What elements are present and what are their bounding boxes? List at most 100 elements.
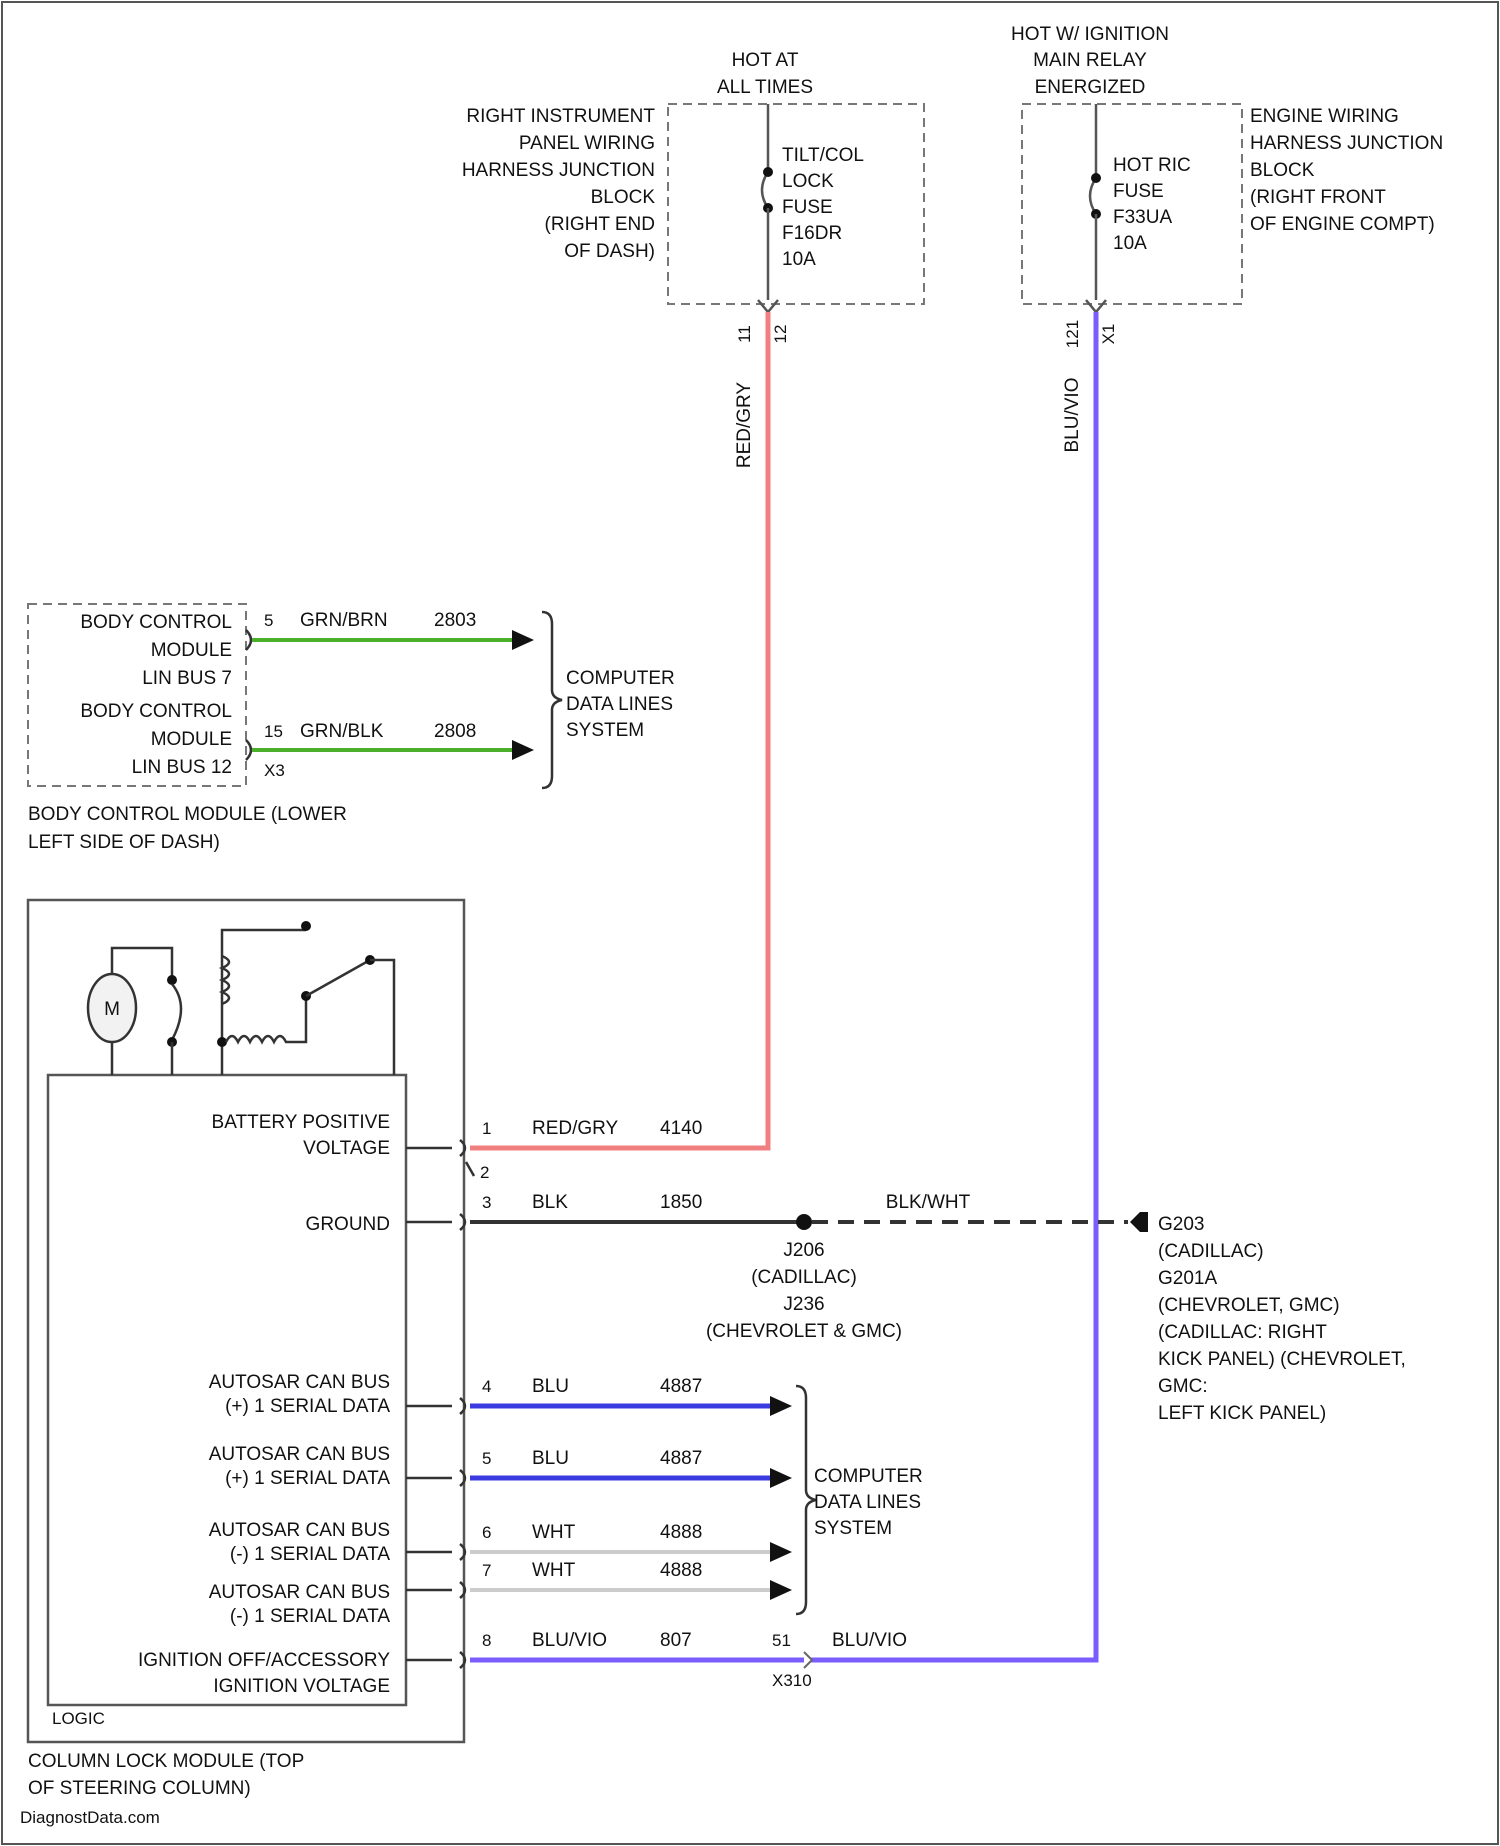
bcm-wire1-pin: 5 [264, 611, 273, 630]
pin7-name-line-1: AUTOSAR CAN BUS [209, 1582, 390, 1603]
fuse-tilt-dot-top [763, 167, 773, 177]
fuse-tilt-location-line-2: PANEL WIRING [519, 133, 655, 154]
x310-color: BLU/VIO [832, 1630, 907, 1651]
pin4-color: BLU [532, 1376, 569, 1397]
bcm-wire2-circuit: 2808 [434, 721, 476, 742]
fuse-tilt-location-line-1: RIGHT INSTRUMENT [466, 106, 655, 127]
fuse-tilt-location-line-4: BLOCK [591, 187, 656, 208]
pin6-name-line-1: AUTOSAR CAN BUS [209, 1520, 390, 1541]
fuse-hot-line-4: 10A [1113, 233, 1147, 254]
module-location-line-2: OF STEERING COLUMN) [28, 1778, 251, 1799]
bcm-wire2-color: GRN/BLK [300, 721, 384, 742]
x310-connector-label: X310 [772, 1671, 812, 1690]
fuse-hot-pin-right: X1 [1099, 324, 1118, 345]
pin2-number: 2 [480, 1163, 489, 1182]
ground-line-5: (CADILLAC: RIGHT [1158, 1322, 1327, 1343]
can-system-line-1: COMPUTER [814, 1466, 923, 1487]
pin8-number: 8 [482, 1631, 491, 1650]
fuse-tilt-pin-right: 12 [771, 325, 790, 344]
watermark: DiagnostData.com [20, 1808, 160, 1827]
ground-line-7: GMC: [1158, 1376, 1208, 1397]
bcm-wire1-color: GRN/BRN [300, 610, 388, 631]
pin6-number: 6 [482, 1523, 491, 1542]
pin1-name-line-2: VOLTAGE [303, 1138, 390, 1159]
bcm-system-line-3: SYSTEM [566, 720, 644, 741]
ground-line-6: KICK PANEL) (CHEVROLET, [1158, 1349, 1406, 1370]
relay-coil-dot [217, 1037, 227, 1047]
fuse-hot-pin-left: 121 [1063, 320, 1082, 348]
fuse-tilt-line-4: F16DR [782, 223, 842, 244]
pin8-name-line-1: IGNITION OFF/ACCESSORY [138, 1650, 390, 1671]
bcm-location-line-2: LEFT SIDE OF DASH) [28, 832, 220, 853]
ground-line-4: (CHEVROLET, GMC) [1158, 1295, 1340, 1316]
fuse-hot-location-line-4: (RIGHT FRONT [1250, 187, 1386, 208]
fuse-tilt-pin-left: 11 [735, 325, 754, 343]
fuse-hot-line-2: FUSE [1113, 181, 1164, 202]
splice-line-2: (CADILLAC) [751, 1267, 857, 1288]
pin7-circuit: 4888 [660, 1560, 702, 1581]
fuse-hot-location-line-5: OF ENGINE COMPT) [1250, 214, 1435, 235]
fuse-hot-line-1: HOT RIC [1113, 155, 1191, 176]
module-logic-label: LOGIC [52, 1709, 105, 1728]
pin5-name-line-1: AUTOSAR CAN BUS [209, 1444, 390, 1465]
pin4-circuit: 4887 [660, 1376, 702, 1397]
fuse-hot-header-line-1: HOT W/ IGNITION [1011, 24, 1169, 45]
pin1-color: RED/GRY [532, 1118, 619, 1139]
bcm-lin7-line-1: BODY CONTROL [80, 612, 232, 633]
pin8-name-line-2: IGNITION VOLTAGE [213, 1676, 390, 1697]
can-system-line-2: DATA LINES [814, 1492, 921, 1513]
splice-line-3: J236 [783, 1294, 824, 1315]
motor-label: M [104, 999, 120, 1020]
bcm-wire2-pin: 15 [264, 722, 283, 741]
bcm-wire1-circuit: 2803 [434, 610, 476, 631]
fuse-tilt-line-1: TILT/COL [782, 145, 864, 166]
splice-j206-dot [796, 1214, 812, 1230]
pin1-circuit: 4140 [660, 1118, 702, 1139]
pin5-color: BLU [532, 1448, 569, 1469]
bcm-lin12-line-2: MODULE [151, 729, 232, 750]
pin3-name-line-1: GROUND [306, 1214, 390, 1235]
fuse-tilt-header-line-1: HOT AT [732, 50, 799, 71]
fuse-tilt-line-5: 10A [782, 249, 816, 270]
pin7-name-line-2: (-) 1 SERIAL DATA [230, 1606, 390, 1627]
splice-line-1: J206 [783, 1240, 824, 1261]
splice-line-4: (CHEVROLET & GMC) [706, 1321, 902, 1342]
ground-line-1: G203 [1158, 1214, 1204, 1235]
pin5-number: 5 [482, 1449, 491, 1468]
pin5-circuit: 4887 [660, 1448, 702, 1469]
wire-red-gry-vertical-label: RED/GRY [734, 382, 755, 469]
bcm-location-line-1: BODY CONTROL MODULE (LOWER [28, 804, 347, 825]
pin8-circuit: 807 [660, 1630, 692, 1651]
bcm-lin7-line-2: MODULE [151, 640, 232, 661]
ground-line-2: (CADILLAC) [1158, 1241, 1264, 1262]
pin6-color: WHT [532, 1522, 576, 1543]
module-location-line-1: COLUMN LOCK MODULE (TOP [28, 1751, 304, 1772]
fuse-hot-location-line-2: HARNESS JUNCTION [1250, 133, 1443, 154]
pin1-name-line-1: BATTERY POSITIVE [212, 1112, 390, 1133]
can-system-line-3: SYSTEM [814, 1518, 892, 1539]
ground-line-3: G201A [1158, 1268, 1217, 1289]
bcm-lin12-line-1: BODY CONTROL [80, 701, 232, 722]
fuse-tilt-line-3: FUSE [782, 197, 833, 218]
fuse-hot-line-3: F33UA [1113, 207, 1172, 228]
wire-blk-wht-label: BLK/WHT [886, 1192, 971, 1213]
fuse-tilt-location-line-6: OF DASH) [564, 241, 655, 262]
bcm-connector-label: X3 [264, 761, 285, 780]
pin5-name-line-2: (+) 1 SERIAL DATA [225, 1468, 390, 1489]
fuse-hot-header-line-3: ENERGIZED [1035, 77, 1146, 98]
wire-blu-vio-vertical-label: BLU/VIO [1062, 378, 1083, 453]
fuse-tilt-line-2: LOCK [782, 171, 834, 192]
pin4-name-line-1: AUTOSAR CAN BUS [209, 1372, 390, 1393]
x310-pin: 51 [772, 1631, 791, 1650]
bcm-system-line-1: COMPUTER [566, 668, 675, 689]
fuse-hot-location-line-1: ENGINE WIRING [1250, 106, 1399, 127]
ground-line-8: LEFT KICK PANEL) [1158, 1403, 1326, 1424]
pin4-name-line-2: (+) 1 SERIAL DATA [225, 1396, 390, 1417]
bcm-lin7-line-3: LIN BUS 7 [142, 668, 232, 689]
motor-switch-dot-top [167, 975, 177, 985]
pin3-number: 3 [482, 1193, 491, 1212]
fuse-tilt-location-line-3: HARNESS JUNCTION [462, 160, 655, 181]
pin6-name-line-2: (-) 1 SERIAL DATA [230, 1544, 390, 1565]
